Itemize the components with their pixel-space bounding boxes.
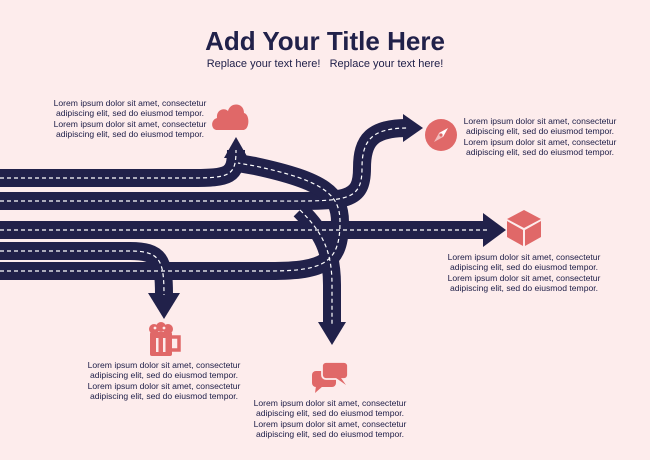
text-line: Lorem ipsum dolor sit amet, consectetur xyxy=(447,272,601,283)
text-line: adipiscing elit, sed do eiusmod tempor. xyxy=(449,283,599,294)
text-line: Lorem ipsum dolor sit amet, consectetur xyxy=(87,380,241,391)
cloud-icon xyxy=(212,104,249,130)
arrowhead-chat xyxy=(318,322,346,345)
page-subtitle: Replace your text here! Replace your tex… xyxy=(206,58,444,70)
text-line: adipiscing elit, sed do eiusmod tempor. xyxy=(255,408,405,419)
text-block-beer: Lorem ipsum dolor sit amet, consectetur … xyxy=(86,360,242,402)
text-line: Lorem ipsum dolor sit amet, consectetur xyxy=(53,98,207,108)
text-line: adipiscing elit, sed do eiusmod tempor. xyxy=(465,126,615,137)
text-line: Lorem ipsum dolor sit amet, consectetur xyxy=(463,136,617,147)
text-line: Lorem ipsum dolor sit amet, consectetur xyxy=(53,118,207,129)
compass-icon xyxy=(425,119,457,151)
arrowhead-beer xyxy=(148,293,180,319)
text-line: adipiscing elit, sed do eiusmod tempor. xyxy=(449,262,599,273)
text-line: Lorem ipsum dolor sit amet, consectetur xyxy=(253,398,407,408)
road-to-beer xyxy=(0,242,173,296)
text-line: adipiscing elit, sed do eiusmod tempor. xyxy=(89,370,239,381)
arrowhead-cloud xyxy=(224,137,248,158)
text-line: adipiscing elit, sed do eiusmod tempor. xyxy=(55,108,205,119)
text-block-cloud: Lorem ipsum dolor sit amet, consectetur … xyxy=(52,98,208,140)
text-block-chat: Lorem ipsum dolor sit amet, consectetur … xyxy=(252,398,408,440)
chat-bubbles-icon xyxy=(312,361,349,393)
arrowhead-cube xyxy=(483,213,506,247)
text-line: adipiscing elit, sed do eiusmod tempor. xyxy=(89,391,239,402)
arrowhead-compass xyxy=(403,114,423,142)
text-line: Lorem ipsum dolor sit amet, consectetur xyxy=(447,252,601,262)
text-line: adipiscing elit, sed do eiusmod tempor. xyxy=(465,147,615,158)
road-to-cloud xyxy=(0,149,245,187)
text-block-compass: Lorem ipsum dolor sit amet, consectetur … xyxy=(462,116,618,158)
cube-icon xyxy=(507,210,541,246)
text-line: Lorem ipsum dolor sit amet, consectetur xyxy=(87,360,241,370)
beer-mug-icon xyxy=(149,322,181,356)
page-title: Add Your Title Here xyxy=(205,26,445,56)
text-line: adipiscing elit, sed do eiusmod tempor. xyxy=(55,129,205,140)
text-line: Lorem ipsum dolor sit amet, consectetur xyxy=(253,418,407,429)
text-line: Lorem ipsum dolor sit amet, consectetur xyxy=(463,116,617,126)
text-block-cube: Lorem ipsum dolor sit amet, consectetur … xyxy=(446,252,602,294)
text-line: adipiscing elit, sed do eiusmod tempor. xyxy=(255,429,405,440)
